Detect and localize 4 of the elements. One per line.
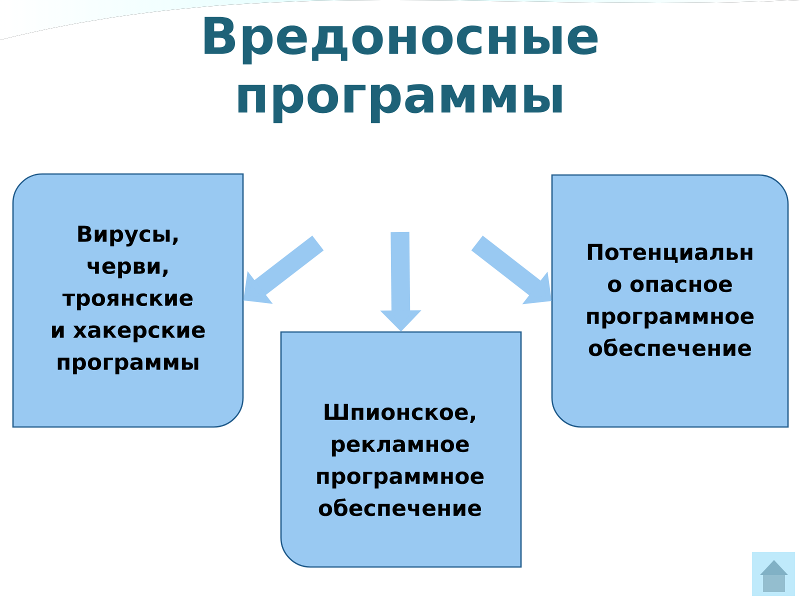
rounded-box: Вирусы, черви, троянские и хакерские программы: [12, 173, 244, 428]
rounded-box: Потенциальн о опасное программное обеспечение: [551, 174, 789, 428]
rounded-box: Шпионское, рекламное программное обеспечение: [280, 331, 522, 568]
title: Вредоносные программы: [204, 16, 598, 124]
